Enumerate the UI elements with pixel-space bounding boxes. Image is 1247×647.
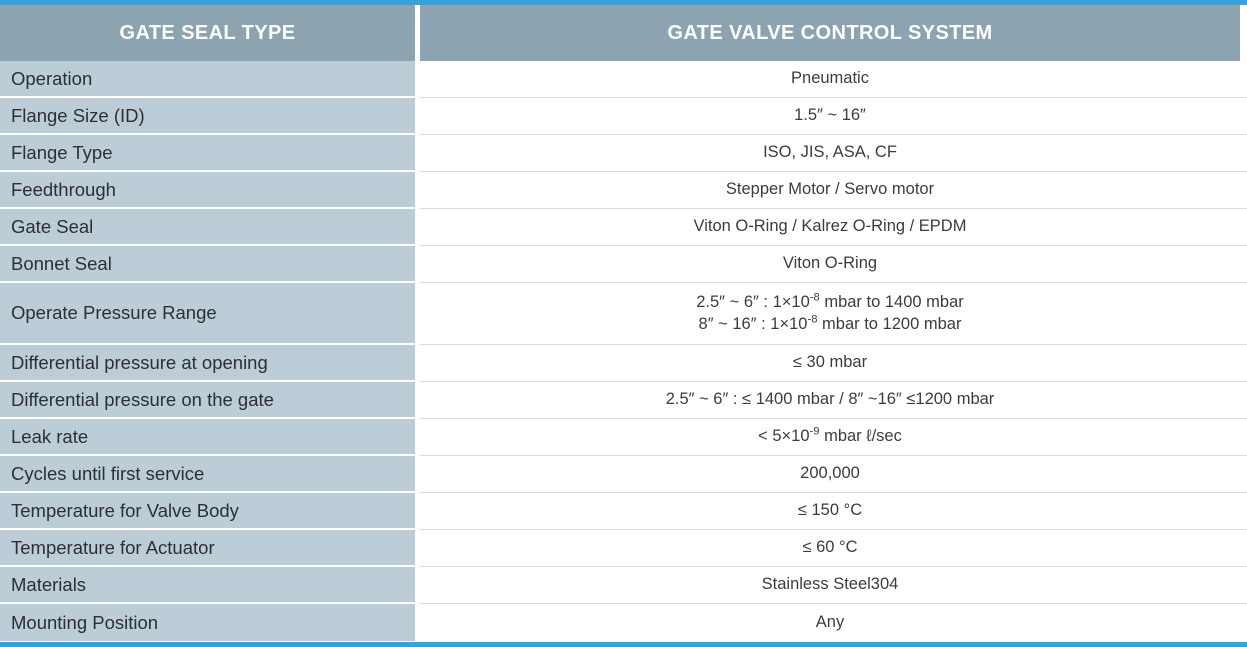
table-row: Temperature for Actuator ≤ 60 °C [0, 530, 1247, 567]
table-row: Leak rate < 5×10-9 mbar ℓ/sec [0, 419, 1247, 456]
table-row: Gate Seal Viton O-Ring / Kalrez O-Ring / … [0, 209, 1247, 246]
row-value: ≤ 30 mbar [420, 345, 1247, 382]
row-value: Viton O-Ring / Kalrez O-Ring / EPDM [420, 209, 1247, 246]
row-value-line: < 5×10-9 mbar ℓ/sec [758, 425, 902, 446]
row-label: Differential pressure on the gate [0, 382, 415, 419]
row-value: ISO, JIS, ASA, CF [420, 135, 1247, 172]
row-value-line: 1.5″ ~ 16″ [794, 106, 866, 125]
row-value-line: ≤ 60 °C [802, 538, 858, 557]
row-value-line: Any [815, 612, 845, 631]
column-header-gate-seal-type: GATE SEAL TYPE [0, 5, 415, 61]
row-value-line: 200,000 [800, 464, 860, 483]
table-row: Operation Pneumatic [0, 61, 1247, 98]
row-label: Gate Seal [0, 209, 415, 246]
column-gap [415, 345, 420, 382]
column-gap [415, 172, 420, 209]
row-value-line: Pneumatic [791, 69, 869, 88]
row-label: Flange Type [0, 135, 415, 172]
table-row: Feedthrough Stepper Motor / Servo motor [0, 172, 1247, 209]
row-label: Operate Pressure Range [0, 283, 415, 345]
row-value-line: Viton O-Ring / Kalrez O-Ring / EPDM [693, 217, 967, 236]
column-gap [415, 567, 420, 604]
row-value: ≤ 60 °C [420, 530, 1247, 567]
column-gap [415, 61, 420, 98]
row-value-line: 2.5″ ~ 6″ : 1×10-8 mbar to 1400 mbar [696, 291, 964, 311]
table-row: Bonnet Seal Viton O-Ring [0, 246, 1247, 283]
header-right-margin [1240, 5, 1247, 61]
column-gap [415, 530, 420, 567]
column-gap [415, 419, 420, 456]
row-label: Feedthrough [0, 172, 415, 209]
column-gap [415, 604, 420, 641]
row-value-line: Stepper Motor / Servo motor [725, 180, 935, 199]
column-gap [415, 209, 420, 246]
row-label: Temperature for Valve Body [0, 493, 415, 530]
column-gap [415, 283, 420, 345]
row-value: < 5×10-9 mbar ℓ/sec [420, 419, 1247, 456]
row-value: 200,000 [420, 456, 1247, 493]
table-row: Materials Stainless Steel304 [0, 567, 1247, 604]
row-value: 2.5″ ~ 6″ : ≤ 1400 mbar / 8″ ~16″ ≤1200 … [420, 382, 1247, 419]
row-value-line: Stainless Steel304 [761, 575, 899, 594]
row-value-line: 8″ ~ 16″ : 1×10-8 mbar to 1200 mbar [698, 313, 962, 333]
row-label: Flange Size (ID) [0, 98, 415, 135]
table-row: Mounting Position Any [0, 604, 1247, 641]
row-value: Stepper Motor / Servo motor [420, 172, 1247, 209]
row-label: Materials [0, 567, 415, 604]
row-value-line: ≤ 30 mbar [792, 353, 868, 372]
table-header-row: GATE SEAL TYPE GATE VALVE CONTROL SYSTEM [0, 5, 1247, 61]
table-row: Differential pressure at opening ≤ 30 mba… [0, 345, 1247, 382]
table-row: Flange Size (ID) 1.5″ ~ 16″ [0, 98, 1247, 135]
column-gap [415, 456, 420, 493]
table-row: Differential pressure on the gate 2.5″ ~ … [0, 382, 1247, 419]
row-label: Bonnet Seal [0, 246, 415, 283]
table-row: Temperature for Valve Body ≤ 150 °C [0, 493, 1247, 530]
row-label: Temperature for Actuator [0, 530, 415, 567]
column-header-gate-valve-control-system: GATE VALVE CONTROL SYSTEM [420, 5, 1240, 61]
row-value: Pneumatic [420, 61, 1247, 98]
header-column-gap [415, 5, 420, 61]
row-value-line: 2.5″ ~ 6″ : ≤ 1400 mbar / 8″ ~16″ ≤1200 … [665, 390, 995, 409]
row-label: Differential pressure at opening [0, 345, 415, 382]
column-gap [415, 246, 420, 283]
column-gap [415, 135, 420, 172]
column-gap [415, 493, 420, 530]
row-label: Mounting Position [0, 604, 415, 641]
column-gap [415, 98, 420, 135]
row-label: Cycles until first service [0, 456, 415, 493]
row-value: 1.5″ ~ 16″ [420, 98, 1247, 135]
row-value: Stainless Steel304 [420, 567, 1247, 604]
table-row: Flange Type ISO, JIS, ASA, CF [0, 135, 1247, 172]
row-label: Operation [0, 61, 415, 98]
row-value-line: Viton O-Ring [782, 254, 878, 273]
row-value-line: ≤ 150 °C [797, 501, 863, 520]
row-value: Any [420, 604, 1247, 641]
row-value: ≤ 150 °C [420, 493, 1247, 530]
table-row: Cycles until first service 200,000 [0, 456, 1247, 493]
row-label: Leak rate [0, 419, 415, 456]
column-gap [415, 382, 420, 419]
row-value-line: ISO, JIS, ASA, CF [763, 143, 897, 162]
row-value: Viton O-Ring [420, 246, 1247, 283]
